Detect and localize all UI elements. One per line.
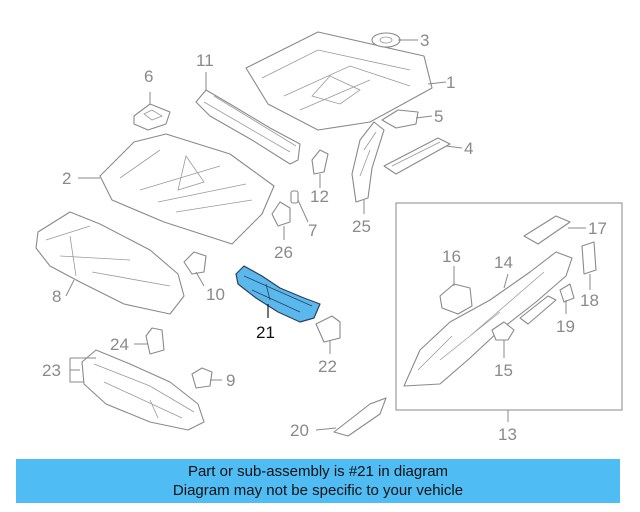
banner-line-part-number: Part or sub-assembly is #21 in diagram <box>187 463 449 480</box>
part-6-pad <box>133 103 171 131</box>
part-rail-small <box>519 295 557 325</box>
callout-20: 20 <box>290 421 309 440</box>
info-banner: Part or sub-assembly is #21 in diagram D… <box>16 459 620 503</box>
part-24-bracket <box>145 327 165 355</box>
part-25-pillar <box>351 121 385 203</box>
callout-14: 14 <box>494 253 513 272</box>
part-15-bracket <box>491 321 515 341</box>
part-17-rail <box>523 215 571 245</box>
callout-12: 12 <box>310 187 329 206</box>
callout-15: 15 <box>494 361 513 380</box>
callout-8: 8 <box>52 287 61 306</box>
callout-labels: 1 2 3 4 5 6 7 8 9 10 11 12 13 14 15 16 1… <box>42 31 607 444</box>
callout-9: 9 <box>226 371 235 390</box>
callout-6: 6 <box>144 67 153 86</box>
callout-5: 5 <box>434 107 443 126</box>
part-23-dash-panel <box>81 349 205 431</box>
part-12-bracket <box>311 149 329 175</box>
part-26-bracket <box>271 201 291 227</box>
part-9-bracket <box>191 367 213 389</box>
callout-25: 25 <box>352 217 371 236</box>
leader-lines <box>65 39 591 431</box>
part-22-bracket <box>315 315 341 343</box>
callout-1: 1 <box>446 73 455 92</box>
part-21-cross-member <box>235 265 321 323</box>
callout-3: 3 <box>420 31 429 50</box>
part-13-group-box <box>395 202 623 411</box>
banner-line-disclaimer: Diagram may not be specific to your vehi… <box>172 482 464 499</box>
callout-18: 18 <box>580 291 599 310</box>
callout-26: 26 <box>274 243 293 262</box>
part-16-housing <box>439 283 473 315</box>
part-1-rear-floor-pan <box>245 31 433 131</box>
callout-16: 16 <box>442 247 461 266</box>
part-2-center-floor <box>99 133 275 245</box>
callout-23: 23 <box>42 361 61 380</box>
callout-21: 21 <box>256 323 275 342</box>
part-19-bracket <box>559 283 575 303</box>
part-8-front-floor <box>35 211 185 315</box>
callout-4: 4 <box>464 139 473 158</box>
callout-13: 13 <box>498 425 517 444</box>
callout-7: 7 <box>308 221 317 240</box>
part-20-rail <box>333 397 387 437</box>
part-3-plug <box>371 32 401 48</box>
exploded-parts-diagram: 1 2 3 4 5 6 7 8 9 10 11 12 13 14 15 16 1… <box>35 31 623 444</box>
part-10-plate <box>183 251 207 275</box>
part-18-plate <box>581 241 597 275</box>
callout-10: 10 <box>206 285 225 304</box>
part-4-rail <box>383 137 451 175</box>
callout-17: 17 <box>588 219 607 238</box>
part-14-side-member <box>403 251 573 387</box>
part-7-clip <box>290 190 299 204</box>
callout-24: 24 <box>110 335 129 354</box>
callout-11: 11 <box>196 51 214 70</box>
callout-19: 19 <box>556 317 575 336</box>
callout-22: 22 <box>318 357 337 376</box>
callout-2: 2 <box>62 169 71 188</box>
part-11-cross-member <box>195 89 301 165</box>
